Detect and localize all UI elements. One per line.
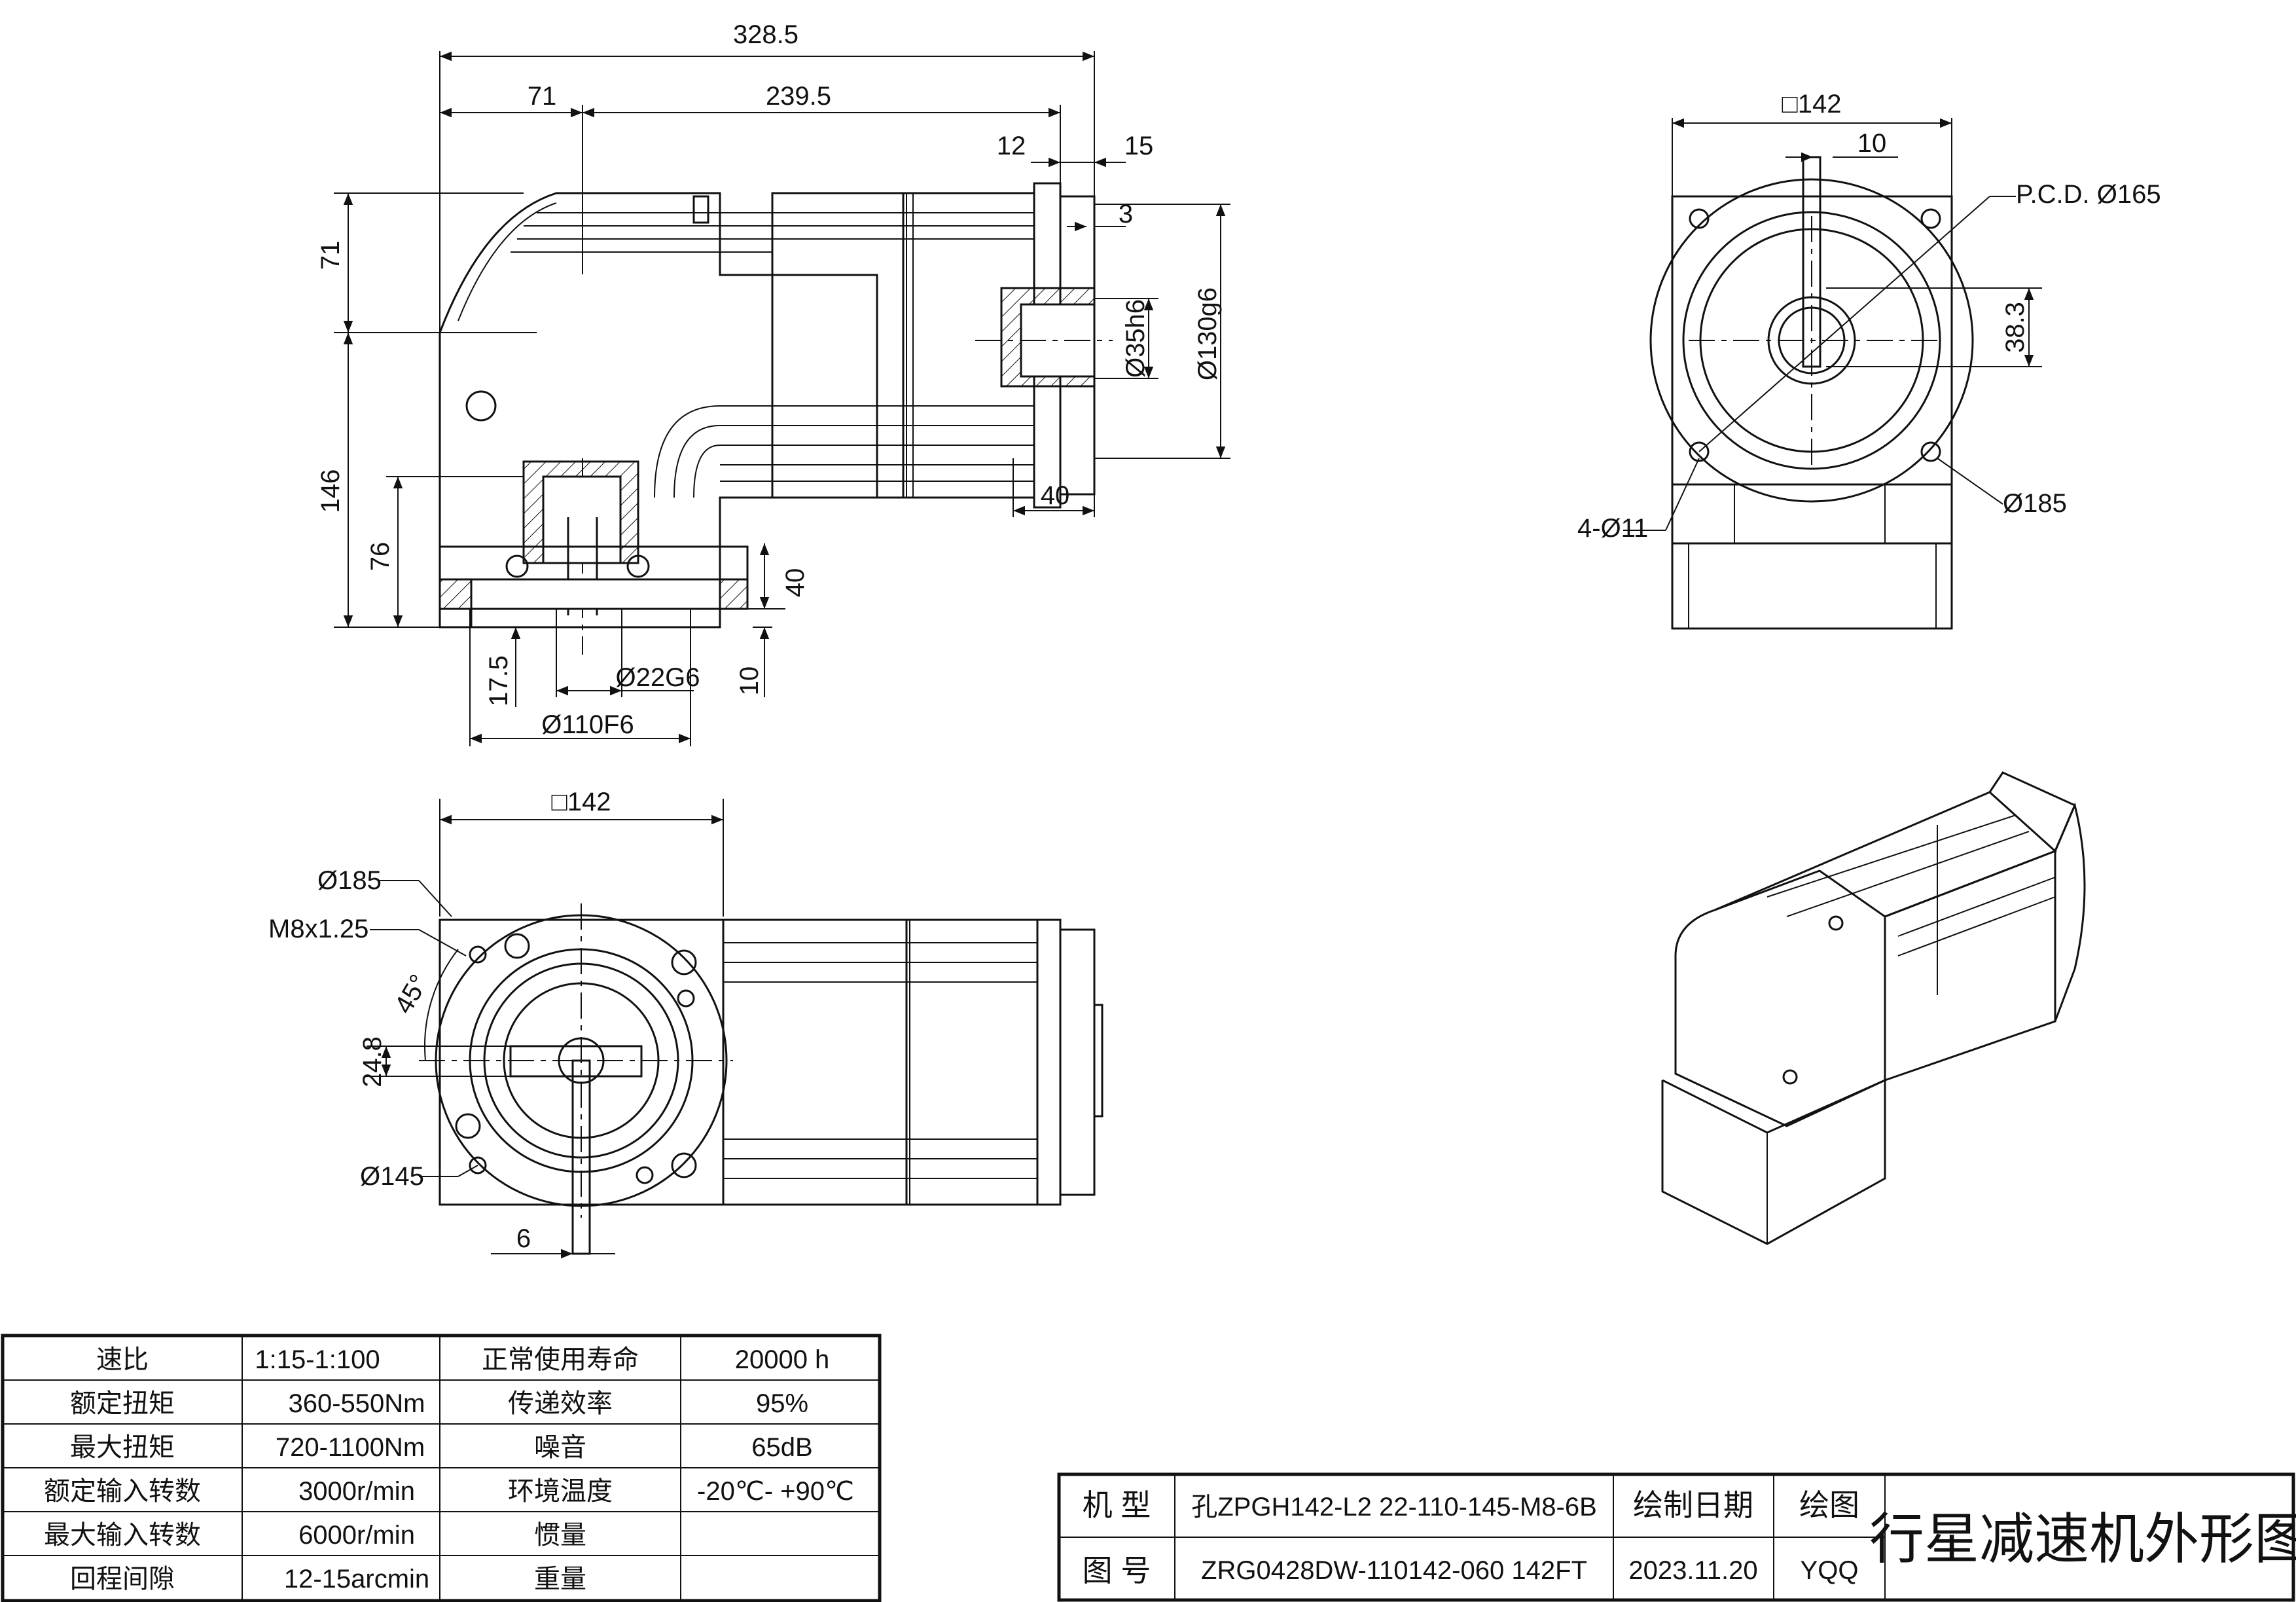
spec-value-4a: 3000r/min <box>298 1477 415 1506</box>
dim-output-length: 15 <box>1124 132 1154 160</box>
spec-label-1b: 正常使用寿命 <box>482 1345 639 1374</box>
dim-input-depth: 40 <box>1041 481 1070 510</box>
spec-label-2a: 额定扭矩 <box>70 1389 175 1418</box>
spec-label-4a: 额定输入转数 <box>44 1477 201 1506</box>
spec-label-6a: 回程间隙 <box>70 1565 175 1593</box>
side-dim-key-height: 38.3 <box>2001 302 2030 353</box>
spec-value-3a: 720-1100Nm <box>276 1433 425 1462</box>
date-value: 2023.11.20 <box>1628 1556 1757 1585</box>
spec-value-6a: 12-15arcmin <box>284 1565 429 1593</box>
side-dim-pcd: P.C.D. Ø165 <box>2016 180 2161 209</box>
bottom-dim-outer-dia: Ø185 <box>317 866 382 895</box>
number-value: ZRG0428DW-110142-060 142FT <box>1201 1556 1587 1585</box>
spec-value-2a: 360-550Nm <box>288 1389 425 1418</box>
spec-value-1a: 1:15-1:100 <box>255 1345 380 1374</box>
number-label: 图 号 <box>1083 1554 1151 1588</box>
side-dim-key-width: 10 <box>1857 129 1887 158</box>
dim-body-length: 239.5 <box>766 82 831 111</box>
spec-table: 速比 1:15-1:100 正常使用寿命 20000 h 额定扭矩 360-55… <box>1 1334 882 1602</box>
spec-label-6b: 重量 <box>534 1565 586 1593</box>
dim-flange-step: 10 <box>735 666 764 696</box>
spec-value-2b: 95% <box>756 1389 808 1418</box>
dim-bore: Ø22G6 <box>616 663 700 692</box>
bottom-dim-square: □142 <box>552 788 611 816</box>
dim-input-offset: 71 <box>528 82 557 111</box>
side-dim-square: □142 <box>1782 90 1842 118</box>
isometric-view <box>1661 771 2086 1245</box>
side-dim-outer-dia: Ø185 <box>2003 489 2067 518</box>
dim-height-upper: 71 <box>316 241 345 270</box>
title-block: 机 型 孔ZPGH142-L2 22-110-145-M8-6B 绘制日期 绘图… <box>1057 1472 2296 1602</box>
drawer-value: YQQ <box>1801 1556 1859 1585</box>
dim-overall-length: 328.5 <box>733 20 798 49</box>
spec-value-3b: 65dB <box>751 1433 812 1462</box>
dim-input-pilot: Ø110F6 <box>541 710 634 739</box>
spec-label-5a: 最大输入转数 <box>44 1521 201 1550</box>
dim-step: 3 <box>1119 200 1133 228</box>
spec-value-5a: 6000r/min <box>298 1521 415 1550</box>
side-dim-holes: 4-Ø11 <box>1577 514 1648 543</box>
bottom-dim-key-height: 24.8 <box>358 1036 387 1087</box>
dim-height-input: 76 <box>366 542 395 572</box>
side-view: □142 10 P.C.D. Ø165 38.3 <box>1577 90 2161 630</box>
dim-base-thickness: 17.5 <box>484 655 513 706</box>
dim-output-shaft: Ø35h6 <box>1121 299 1150 378</box>
front-view: 328.5 71 239.5 12 15 3 71 146 76 <box>316 20 1230 746</box>
spec-label-3b: 噪音 <box>534 1433 586 1462</box>
model-label: 机 型 <box>1083 1488 1151 1522</box>
spec-label-1a: 速比 <box>96 1345 149 1374</box>
bottom-dim-key-width: 6 <box>516 1224 531 1253</box>
bottom-view: □142 Ø185 M8 <box>268 788 1103 1259</box>
spec-label-2b: 传递效率 <box>508 1389 613 1418</box>
bottom-dim-angle: 45° <box>389 970 434 1018</box>
model-value: 孔ZPGH142-L2 22-110-145-M8-6B <box>1191 1493 1597 1521</box>
spec-label-3a: 最大扭矩 <box>70 1433 175 1462</box>
bottom-dim-thread: M8x1.25 <box>268 915 368 943</box>
spec-label-5b: 惯量 <box>534 1521 586 1550</box>
spec-label-4b: 环境温度 <box>508 1477 613 1506</box>
spec-value-4b: -20℃- +90℃ <box>697 1477 854 1506</box>
drawer-label: 绘图 <box>1799 1488 1859 1522</box>
dim-shaft-length: 40 <box>781 568 810 598</box>
spec-value-1b: 20000 h <box>735 1345 830 1374</box>
dim-pilot: Ø130g6 <box>1193 287 1222 380</box>
drawing-date-label: 绘制日期 <box>1633 1488 1753 1522</box>
bottom-dim-bolt-circle: Ø145 <box>360 1162 424 1191</box>
dim-height-total: 146 <box>316 469 345 513</box>
dim-flange-thickness: 12 <box>997 132 1026 160</box>
drawing-title: 行星减速机外形图 <box>1869 1508 2296 1570</box>
